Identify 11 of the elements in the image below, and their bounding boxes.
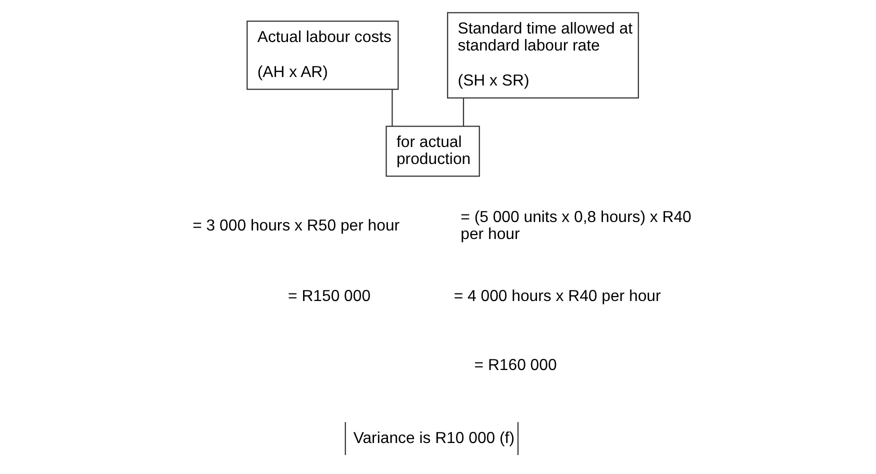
label: = R150 000: [288, 288, 370, 305]
node-box: for actual production: [385, 126, 480, 177]
connector: [391, 89, 392, 126]
label: = 3 000 hours x R50 per hour: [192, 217, 400, 234]
label: = 4 000 hours x R40 per hour: [453, 288, 660, 305]
label: = R160 000: [474, 357, 556, 374]
node-box: Standard time allowed at standard labour rate (SH x SR): [446, 12, 638, 98]
label: = (5 000 units x 0,8 hours) x R40 per hour: [460, 208, 691, 243]
node-text: Variance is R10 000 (f): [352, 430, 514, 447]
node-box: Actual labour costs (AH x AR): [246, 20, 398, 90]
connector: [462, 98, 464, 126]
